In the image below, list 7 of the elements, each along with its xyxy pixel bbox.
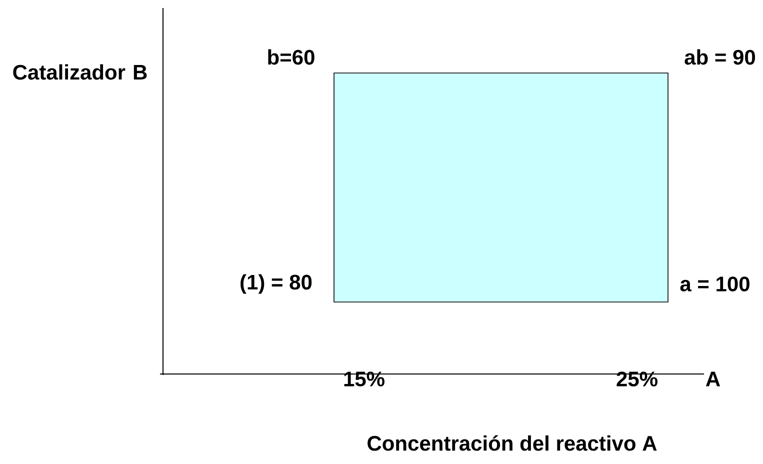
axis-label: Concentración del reactivo A (368, 435, 657, 451)
axis-label: A (706, 372, 720, 386)
design-square (334, 72, 668, 302)
corner-label: (1) = 80 (240, 274, 312, 294)
axis-label: Catalizador B (13, 64, 147, 80)
corner-label: b=60 (268, 49, 314, 65)
corner-label: ab = 90 (684, 49, 756, 65)
